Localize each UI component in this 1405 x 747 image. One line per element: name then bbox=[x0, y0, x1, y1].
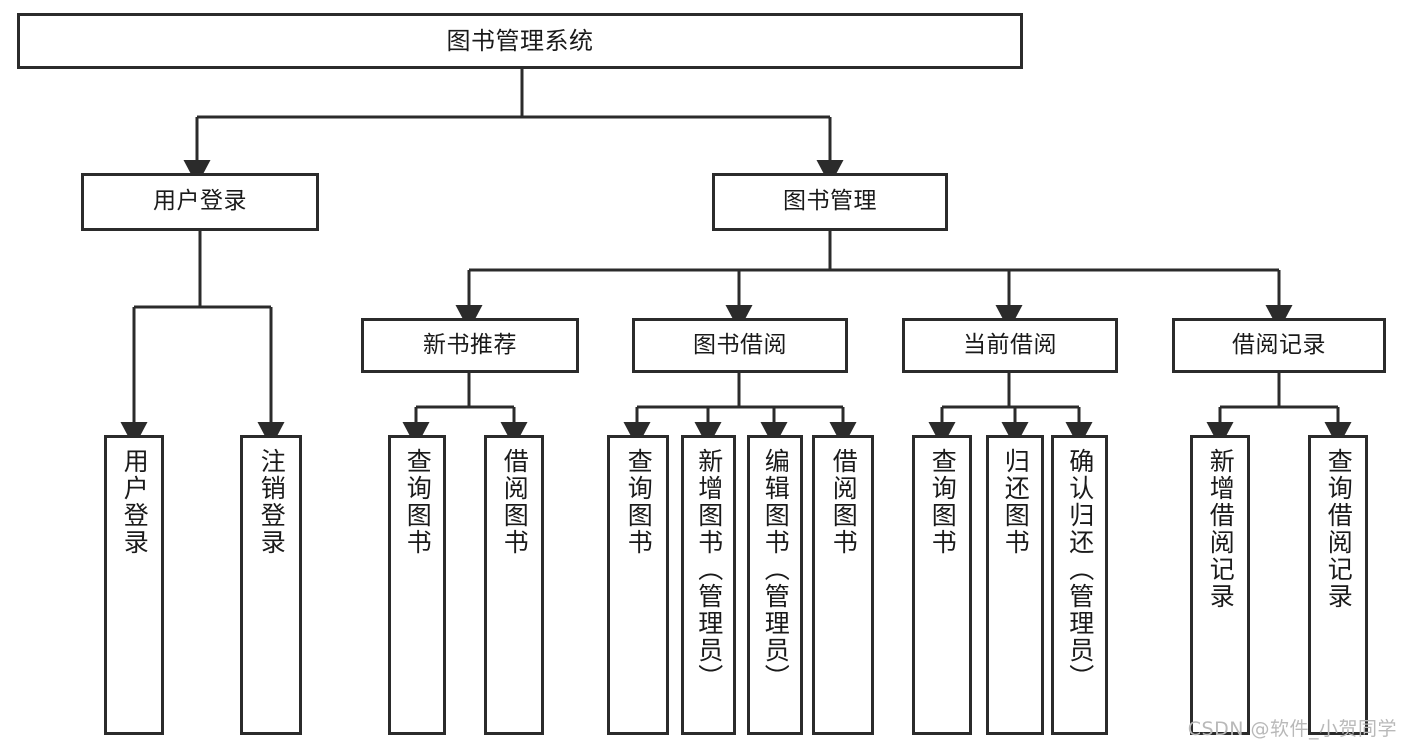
leaf-node[interactable]: 新增借阅记录 bbox=[1190, 435, 1250, 735]
node-user-login-label: 用户登录 bbox=[153, 188, 247, 215]
leaf-node-label: 查询图书 bbox=[928, 448, 958, 556]
watermark: CSDN @软件_小贺同学 bbox=[1187, 718, 1397, 740]
leaf-node[interactable]: 注销登录 bbox=[240, 435, 302, 735]
node-current-borrow[interactable]: 当前借阅 bbox=[902, 318, 1118, 373]
leaf-node[interactable]: 归还图书 bbox=[986, 435, 1044, 735]
leaf-node-label: 新增图书（管理员） bbox=[694, 448, 724, 691]
node-current-borrow-label: 当前借阅 bbox=[963, 331, 1057, 358]
leaf-node-label: 借阅图书 bbox=[500, 448, 530, 556]
node-book-management[interactable]: 图书管理 bbox=[712, 173, 948, 231]
node-root[interactable]: 图书管理系统 bbox=[17, 13, 1023, 69]
node-book-borrow-label: 图书借阅 bbox=[693, 331, 787, 358]
leaf-node-label: 查询借阅记录 bbox=[1324, 448, 1354, 610]
node-new-book-recommend-label: 新书推荐 bbox=[423, 331, 517, 358]
node-new-book-recommend[interactable]: 新书推荐 bbox=[361, 318, 579, 373]
node-book-management-label: 图书管理 bbox=[783, 188, 877, 215]
leaf-node-label: 借阅图书 bbox=[829, 448, 859, 556]
leaf-node[interactable]: 用户登录 bbox=[104, 435, 164, 735]
leaf-node[interactable]: 借阅图书 bbox=[484, 435, 544, 735]
leaf-node-label: 查询图书 bbox=[624, 448, 654, 556]
leaf-node[interactable]: 查询借阅记录 bbox=[1308, 435, 1368, 735]
node-borrow-record[interactable]: 借阅记录 bbox=[1172, 318, 1386, 373]
leaf-node[interactable]: 查询图书 bbox=[388, 435, 446, 735]
leaf-node[interactable]: 新增图书（管理员） bbox=[681, 435, 736, 735]
leaf-node[interactable]: 编辑图书（管理员） bbox=[747, 435, 803, 735]
leaf-node-label: 确认归还（管理员） bbox=[1065, 448, 1095, 691]
leaf-node[interactable]: 确认归还（管理员） bbox=[1051, 435, 1108, 735]
node-root-label: 图书管理系统 bbox=[446, 26, 594, 55]
node-book-borrow[interactable]: 图书借阅 bbox=[632, 318, 848, 373]
leaf-node-label: 用户登录 bbox=[120, 448, 150, 556]
leaf-node[interactable]: 查询图书 bbox=[607, 435, 669, 735]
leaf-node-label: 编辑图书（管理员） bbox=[761, 448, 791, 691]
node-borrow-record-label: 借阅记录 bbox=[1232, 331, 1326, 358]
leaf-node-label: 新增借阅记录 bbox=[1206, 448, 1236, 610]
leaf-node[interactable]: 查询图书 bbox=[912, 435, 972, 735]
node-user-login[interactable]: 用户登录 bbox=[81, 173, 319, 231]
leaf-node-label: 归还图书 bbox=[1001, 448, 1031, 556]
leaf-node[interactable]: 借阅图书 bbox=[812, 435, 874, 735]
leaf-node-label: 查询图书 bbox=[403, 448, 433, 556]
leaf-node-label: 注销登录 bbox=[257, 448, 287, 556]
